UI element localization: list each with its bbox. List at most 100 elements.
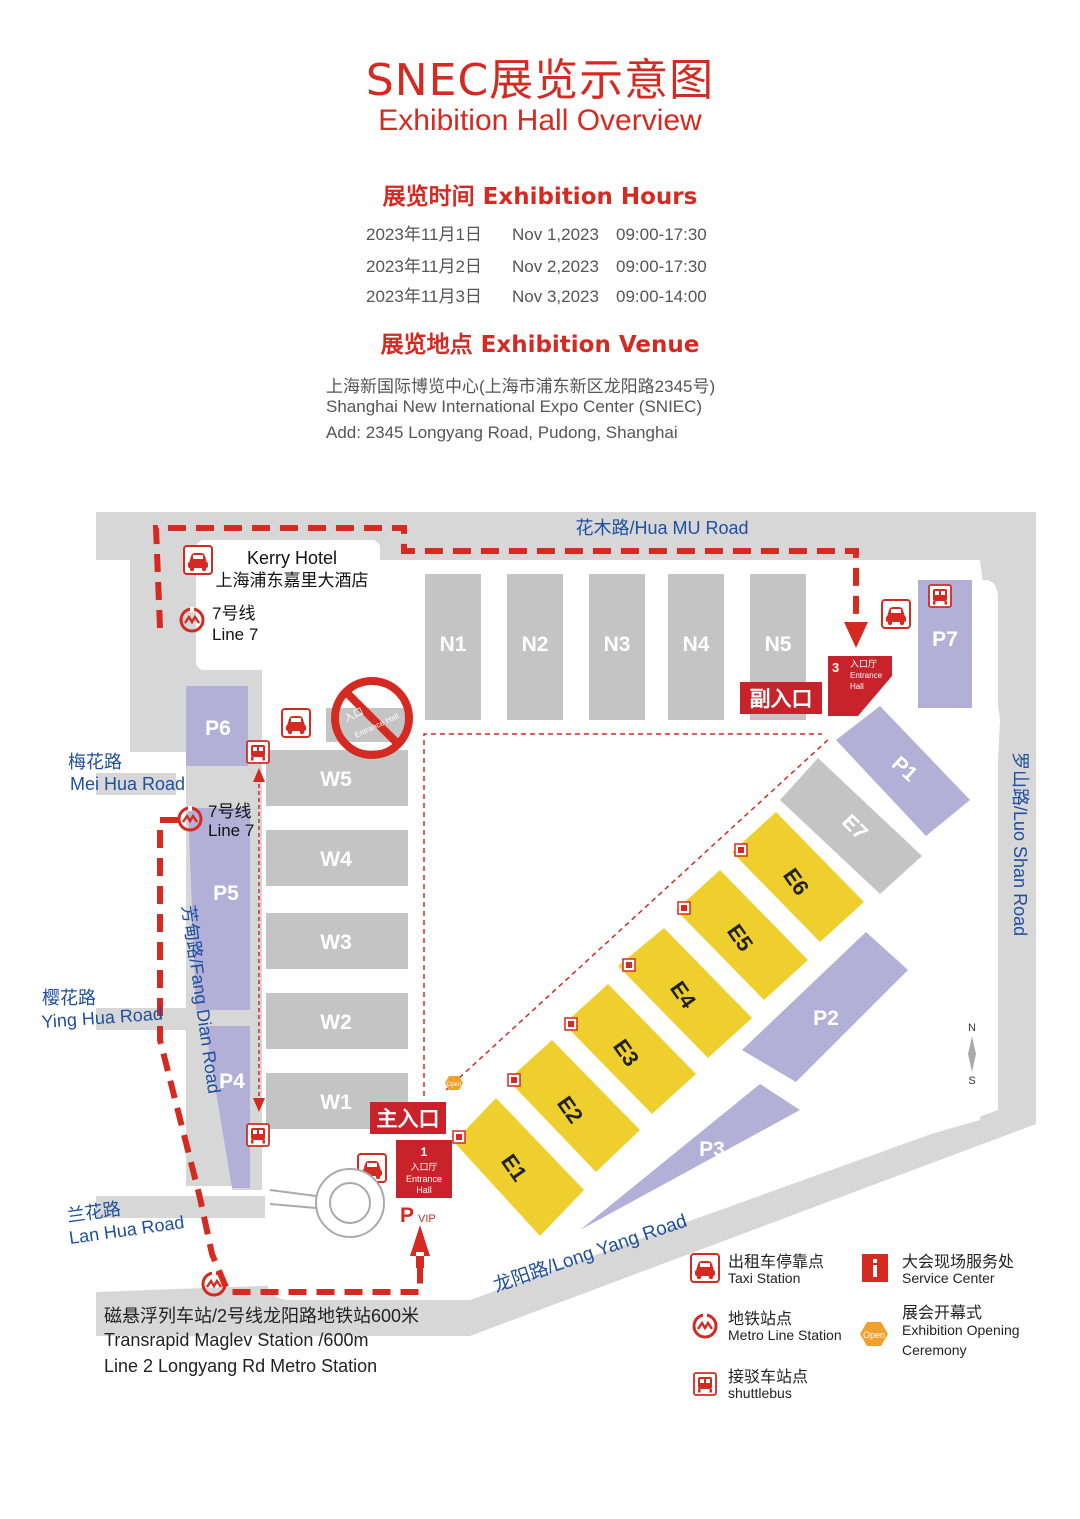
hall-n4: N4	[683, 633, 710, 656]
entrance1-num: 1	[421, 1145, 428, 1159]
legend-taxi-icon	[690, 1253, 720, 1283]
parking-p3	[580, 1084, 800, 1230]
parking-label-p6: P6	[205, 717, 231, 740]
parking-label-p3: P3	[699, 1138, 725, 1161]
entrance3-en2: Hall	[850, 682, 864, 691]
hall-e7-shape	[780, 758, 922, 894]
main-entrance-label-bg	[370, 1102, 446, 1134]
hotel-block	[196, 540, 380, 670]
legend-opening-icon	[860, 1322, 888, 1346]
parking-p5	[188, 808, 250, 1010]
taxi-icon	[881, 599, 911, 629]
east-halls	[454, 812, 864, 1236]
maglev-en1: Transrapid Maglev Station /600m	[104, 1330, 368, 1350]
taxi-icon	[281, 708, 311, 738]
north-hall-labels: N1 N2 N3 N4 N5	[440, 633, 792, 656]
compass-s: S	[968, 1075, 975, 1087]
maglev-en2: Line 2 Longyang Rd Metro Station	[104, 1356, 377, 1376]
side-entrance-label-bg	[740, 682, 822, 714]
hours-time: 09:00-14:00	[616, 287, 707, 306]
parking-p4	[205, 1026, 250, 1188]
page-title-cn: SNEC展览示意图	[365, 55, 715, 106]
hours-time: 09:00-17:30	[616, 257, 707, 276]
legend-metro-cn: 地铁站点	[728, 1311, 793, 1328]
walking-route-south	[157, 817, 423, 1295]
entrance3-num: 3	[832, 660, 839, 675]
main-entrance-label: 主入口	[377, 1108, 440, 1131]
west-halls	[266, 750, 408, 1129]
opening-badge-text: Open	[447, 1082, 462, 1088]
legend-metro-icon	[692, 1311, 718, 1339]
hours-date-cn: 2023年11月1日	[366, 225, 482, 244]
page-title-en: Exhibition Hall Overview	[378, 104, 702, 137]
legend-opening-en1: Exhibition Opening	[902, 1322, 1020, 1338]
hall-w3: W3	[320, 931, 352, 954]
no-entry-sign	[331, 677, 413, 759]
hall-n3: N3	[604, 633, 631, 656]
metro-line7-side-en: Line 7	[208, 821, 254, 840]
parking-p6	[186, 686, 248, 766]
legend-shuttle-icon	[693, 1372, 717, 1396]
opening-ceremony-badge	[445, 1076, 463, 1090]
site-area	[265, 580, 998, 1300]
parking-p2	[742, 932, 908, 1082]
metro-line7-cn: 7号线	[212, 604, 255, 623]
hall-n5: N5	[765, 633, 792, 656]
parking-label-p5: P5	[213, 882, 239, 905]
legend-taxi-en: Taxi Station	[728, 1270, 801, 1286]
exhibition-boundary	[423, 733, 822, 1096]
hours-date-en: Nov 1,2023	[512, 225, 599, 244]
hall-w4: W4	[320, 848, 352, 871]
compass-icon	[968, 1036, 976, 1072]
entrance1-en1: Entrance	[406, 1174, 442, 1184]
legend-service-cn: 大会现场服务处	[902, 1254, 1015, 1271]
hall-n1: N1	[440, 633, 467, 656]
legend-taxi-cn: 出租车停靠点	[728, 1254, 825, 1271]
legend-metro-en: Metro Line Station	[728, 1327, 842, 1343]
entrance1-cn: 入口厅	[410, 1162, 437, 1172]
hall-w2: W2	[320, 1011, 352, 1034]
venue-heading: 展览地点 Exhibition Venue	[380, 332, 700, 358]
legend-service-en: Service Center	[902, 1270, 995, 1286]
bus-icon	[246, 740, 270, 764]
compass-n: N	[968, 1022, 976, 1034]
parking-p1	[836, 706, 970, 836]
hours-time: 09:00-17:30	[616, 225, 707, 244]
road-label-hua-mu: 花木路/Hua MU Road	[575, 518, 748, 538]
legend-opening-en2: Ceremony	[902, 1342, 967, 1358]
legend-shuttle-cn: 接驳车站点	[728, 1369, 809, 1386]
hall-w1: W1	[320, 1091, 352, 1114]
entrance-hall-1-text: 1 入口厅 Entrance Hall	[406, 1145, 442, 1195]
hall-w5: W5	[320, 768, 352, 791]
legend-service-icon	[862, 1254, 888, 1282]
hours-row: 2023年11月1日 Nov 1,2023 09:00-17:30	[366, 220, 707, 245]
road-label-mei-hua-en: Mei Hua Road	[70, 774, 185, 794]
roundabout	[269, 1168, 385, 1238]
vip-parking-vip: VIP	[418, 1213, 436, 1225]
road-label-mei-hua-cn: 梅花路	[68, 752, 122, 772]
parking-label-p4: P4	[219, 1070, 245, 1093]
entrance3-en1: Entrance	[850, 671, 883, 680]
venue-name-cn: 上海新国际博览中心(上海市浦东新区龙阳路2345号)	[326, 377, 716, 396]
hours-date-en: Nov 3,2023	[512, 287, 599, 306]
west-hall-labels: W5 W4 W3 W2 W1	[320, 768, 352, 1114]
hotel-name-cn: 上海浦东嘉里大酒店	[216, 571, 369, 590]
vip-entry-arrow	[410, 1225, 430, 1268]
parking-label-p7: P7	[932, 628, 958, 651]
hours-date-cn: 2023年11月3日	[366, 287, 482, 306]
venue-address: Add: 2345 Longyang Road, Pudong, Shangha…	[326, 423, 678, 442]
entrance-hall-3-text: 3 入口厅 Entrance Hall	[832, 659, 883, 691]
legend-opening-cn: 展会开幕式	[902, 1305, 983, 1322]
metro-line7-side-cn: 7号线	[208, 802, 251, 821]
bus-icon	[246, 1123, 270, 1147]
road-label-luo-shan: 罗山路/Luo Shan Road	[1010, 752, 1030, 936]
maglev-cn: 磁悬浮列车站/2号线龙阳路地铁站600米	[104, 1306, 419, 1326]
road-label-ying-hua-cn: 樱花路	[42, 988, 96, 1008]
entrance3-cn: 入口厅	[850, 659, 877, 669]
entrance1-en2: Hall	[416, 1185, 432, 1195]
hours-date-en: Nov 2,2023	[512, 257, 599, 276]
legend-opening-badge-text: Open	[863, 1330, 885, 1340]
hotel-name-en: Kerry Hotel	[247, 548, 337, 568]
vip-parking-p: P	[400, 1204, 414, 1227]
